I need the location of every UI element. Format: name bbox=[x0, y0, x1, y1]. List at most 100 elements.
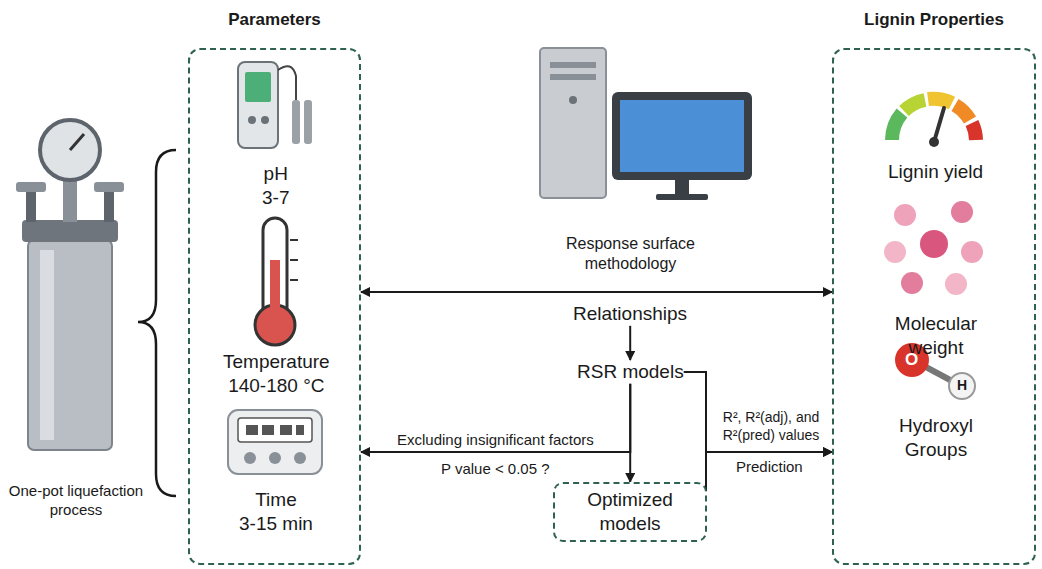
node-text: 3-7 bbox=[262, 186, 289, 210]
panel-heading: Lignin Properties bbox=[804, 10, 1042, 30]
node-text: Temperature bbox=[223, 350, 330, 374]
process-step: RSR models bbox=[577, 360, 684, 384]
node-text: 140-180 °C bbox=[223, 374, 330, 398]
drive-slot bbox=[550, 62, 596, 68]
arrow-connector bbox=[361, 384, 630, 452]
timer-body bbox=[228, 410, 322, 474]
timer-button bbox=[269, 452, 281, 464]
gauge-segment bbox=[928, 99, 952, 103]
tick bbox=[290, 279, 298, 281]
statistics-label: R², R²(adj), and R²(pred) values bbox=[714, 409, 828, 444]
molecule bbox=[951, 201, 973, 223]
meter-button bbox=[248, 116, 256, 124]
reactor-valve bbox=[94, 182, 124, 192]
atom-symbol: O bbox=[905, 349, 918, 370]
node-text: Relationships bbox=[573, 302, 687, 326]
monitor-neck bbox=[675, 180, 689, 194]
node-text: Hydroxyl Groups bbox=[881, 414, 991, 462]
display-digit bbox=[296, 425, 304, 435]
node-text: Optimized models bbox=[567, 488, 693, 536]
timer-display bbox=[238, 418, 312, 442]
computer-tower bbox=[540, 48, 606, 198]
molecules-icon bbox=[884, 201, 983, 295]
arrow-connector bbox=[361, 291, 832, 293]
display-digit bbox=[246, 425, 258, 435]
monitor-screen bbox=[620, 100, 744, 172]
power-button bbox=[569, 96, 577, 104]
reactor-valve bbox=[104, 190, 114, 222]
properties-panel: Lignin PropertiesLignin yieldMolecular w… bbox=[832, 48, 1036, 565]
panel-heading: Parameters bbox=[160, 10, 389, 30]
reactor-stem bbox=[63, 178, 77, 222]
gauge-needle bbox=[934, 108, 944, 142]
meter-screen bbox=[245, 72, 271, 102]
molecule bbox=[945, 273, 967, 295]
parameter-item: Temperature140-180 °C bbox=[223, 350, 330, 398]
reactor-illustration bbox=[16, 120, 124, 450]
molecule bbox=[961, 241, 983, 263]
meter-body bbox=[238, 62, 278, 148]
node-text: pH bbox=[262, 162, 289, 186]
molecule bbox=[920, 230, 948, 258]
reactor-shine bbox=[40, 250, 54, 440]
computer-illustration bbox=[540, 48, 752, 200]
drive-slot bbox=[550, 74, 596, 80]
tick bbox=[290, 239, 298, 241]
gauge-segment bbox=[972, 123, 976, 140]
molecule bbox=[894, 204, 916, 226]
parameters-panel: ParameterspH3-7Temperature140-180 °CTime… bbox=[188, 48, 361, 565]
gauge-segment bbox=[955, 105, 970, 120]
arrow-connector bbox=[706, 452, 832, 512]
reactor-valve bbox=[16, 182, 46, 192]
molecule bbox=[884, 241, 906, 263]
node-text: Molecular weight bbox=[876, 312, 996, 360]
node-text: RSR models bbox=[577, 360, 684, 384]
parameter-item: Time3-15 min bbox=[239, 488, 313, 536]
atom-symbol: H bbox=[957, 377, 967, 395]
bond bbox=[924, 366, 952, 381]
property-item: Molecular weight bbox=[876, 312, 996, 360]
molecule bbox=[901, 272, 923, 294]
pressure-gauge bbox=[40, 120, 100, 180]
parameter-item: pH3-7 bbox=[262, 162, 289, 210]
curly-bracket bbox=[138, 150, 176, 496]
tick bbox=[290, 259, 298, 261]
arrow-connector bbox=[629, 326, 631, 360]
timer-button bbox=[294, 452, 306, 464]
ph-meter-icon bbox=[238, 62, 312, 148]
dashed-box: Optimized models bbox=[553, 482, 707, 542]
monitor-stand bbox=[656, 194, 708, 200]
thermometer-fluid bbox=[270, 260, 280, 320]
property-item: Hydroxyl Groups bbox=[881, 414, 991, 462]
reactor-flange bbox=[22, 220, 118, 242]
method-label: Response surface methodology bbox=[543, 234, 718, 274]
gauge-icon bbox=[892, 99, 976, 147]
property-item: Lignin yield bbox=[888, 160, 983, 184]
gauge-needle bbox=[70, 134, 84, 150]
display-digit bbox=[262, 425, 274, 435]
node-text: Time bbox=[239, 488, 313, 512]
node-text: Lignin yield bbox=[888, 160, 983, 184]
timer-button bbox=[244, 452, 256, 464]
probe bbox=[292, 100, 300, 144]
thermometer-icon bbox=[255, 218, 298, 345]
edge-label: Prediction bbox=[734, 458, 805, 475]
probe bbox=[304, 100, 312, 144]
process-step: Relationships bbox=[573, 302, 687, 326]
hydrogen-atom bbox=[949, 373, 975, 399]
condition-label: P value < 0.05 ? bbox=[441, 460, 550, 479]
reactor-vessel bbox=[28, 240, 112, 450]
display-digit bbox=[280, 425, 292, 435]
timer-icon bbox=[228, 410, 322, 474]
edge-label: Excluding insignificant factors bbox=[395, 431, 596, 448]
reactor-valve bbox=[26, 190, 36, 222]
gauge-hub bbox=[929, 137, 939, 147]
meter-button bbox=[261, 116, 269, 124]
illustration-label: One-pot liquefaction process bbox=[1, 482, 151, 520]
gauge-segment bbox=[892, 113, 902, 140]
gauge-segment bbox=[904, 100, 925, 111]
arrow-connector bbox=[684, 372, 832, 452]
